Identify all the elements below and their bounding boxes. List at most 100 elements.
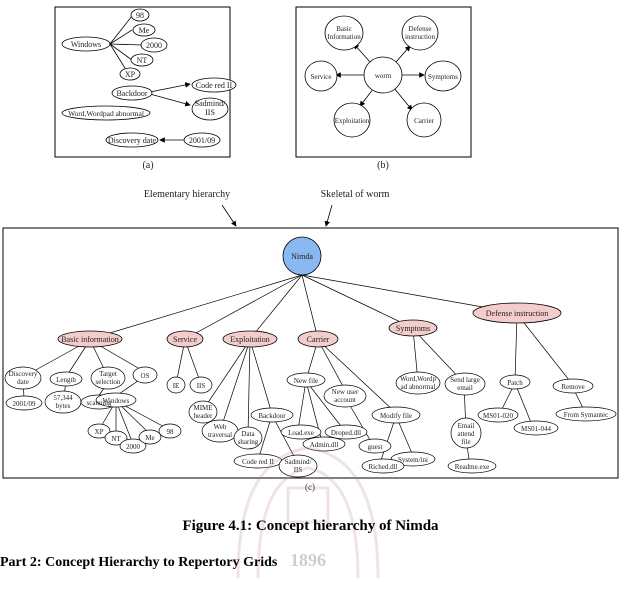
a-date-node — [183, 132, 221, 148]
c-windows-node — [95, 392, 137, 408]
c-ie-node — [166, 376, 186, 394]
c-length-node — [49, 371, 83, 387]
b-basic-label-1: Basic — [336, 25, 352, 33]
c-newuser-label-2: account — [334, 396, 356, 404]
c-nt-label: NT — [111, 435, 121, 443]
c-ms020-label: MS01-020 — [483, 412, 513, 420]
c-newuser-label-1: New user — [332, 388, 359, 396]
c-mime-label-2: header — [194, 412, 213, 420]
c-codered-label: Code red II — [242, 458, 275, 466]
cat-exploitation-label: Exploitation — [230, 335, 270, 344]
a-codered-label: Code red II — [196, 81, 233, 90]
c-date-label: 2001/09 — [13, 400, 36, 408]
c-iis-node — [189, 376, 213, 394]
a-sadmind-label-1: Sadmind/ — [195, 99, 226, 108]
b-basic-node — [324, 15, 364, 51]
c-admin-node — [302, 436, 346, 452]
cat-defense-label: Defense instruction — [486, 309, 548, 318]
b-symptoms-node — [424, 60, 462, 92]
figure-caption: Figure 4.1: Concept hierarchy of Nimda — [182, 518, 439, 534]
a-windows-label: Windows — [71, 40, 101, 49]
c-ms020-node — [477, 407, 519, 423]
cat-symptoms-node — [388, 319, 438, 337]
section-heading: Part 2: Concept Hierarchy to Repertory G… — [0, 555, 278, 570]
b-worm-node — [363, 56, 403, 94]
c-newfile-label: New file — [294, 377, 318, 385]
b-service-label: Service — [311, 73, 332, 81]
b-defense-label-2: instruction — [405, 33, 435, 41]
cat-exploitation-node — [222, 330, 278, 348]
c-me-node — [138, 429, 162, 445]
panel-b-letter: (b) — [377, 160, 389, 171]
c-modify-label: Modify file — [380, 412, 412, 420]
panel-b: worm Basic Information Defense instructi… — [295, 6, 472, 171]
c-sendlarge-node — [444, 372, 486, 396]
c-symantec-node — [555, 406, 617, 422]
c-ie-label: IE — [173, 382, 180, 390]
c-data-label-2: sharing — [238, 438, 259, 446]
elementary-hierarchy-label: Elementary hierarchy — [144, 189, 230, 200]
c-ms044-label: MS01-044 — [521, 425, 551, 433]
root-node — [282, 236, 322, 276]
c-xp-node — [87, 423, 111, 439]
c-newuser-node — [323, 384, 367, 408]
c-loadexe-label: Load.exe — [288, 429, 314, 437]
c-system-label: System/ini — [398, 456, 428, 464]
c-me-label: Me — [145, 434, 154, 442]
c-scanning-label: scanning — [87, 399, 112, 407]
a-2000-label: 2000 — [146, 41, 162, 50]
c-sadmind-node — [278, 454, 318, 478]
c-mime-node — [188, 400, 218, 424]
b-carrier-node — [406, 102, 442, 138]
b-exploitation-label: Exploitation — [335, 117, 370, 125]
cat-carrier-node — [297, 330, 339, 348]
a-backdoor-label: Backdoor — [116, 89, 147, 98]
c-bytes-label-1: 57,344 — [53, 394, 73, 402]
c-target-node — [90, 366, 126, 390]
skeletal-of-worm-label: Skeletal of worm — [321, 189, 390, 200]
c-data-label-1: Data — [241, 430, 255, 438]
c-loadexe-node — [280, 424, 322, 440]
c-remove-label: Remove — [561, 383, 584, 391]
c-discovery-label-2: date — [17, 378, 29, 386]
c-riched-node — [361, 458, 405, 474]
c-sendlarge-label-2: email — [457, 384, 473, 392]
c-date-node — [5, 395, 43, 411]
a-word-node — [61, 105, 151, 121]
b-carrier-label: Carrier — [414, 117, 434, 125]
c-98-node — [158, 423, 182, 439]
c-bytes-label-2: bytes — [56, 402, 71, 410]
a-windows-node — [61, 36, 111, 52]
c-data-node — [233, 426, 263, 450]
c-riched-label: Riched.dll — [369, 463, 398, 471]
c-system-node — [390, 451, 436, 467]
c-remove-node — [552, 378, 594, 394]
c-word-node — [395, 371, 441, 395]
c-word-label-2: ad abnormal — [401, 383, 436, 391]
c-word-label-1: Word,Wordp — [400, 375, 437, 383]
c-2000-label: 2000 — [126, 443, 141, 451]
c-nt-node — [104, 430, 128, 446]
panel-c-letter: (c) — [305, 482, 315, 492]
a-word-label: Word,Wordpad abnormal — [68, 109, 144, 118]
c-os-node — [132, 366, 158, 384]
c-newfile-node — [286, 372, 326, 388]
c-ms044-node — [513, 420, 559, 436]
cat-service-node — [166, 330, 204, 348]
b-exploitation-node — [333, 102, 371, 138]
c-admin-label: Admin.dll — [310, 441, 339, 449]
c-discovery-node — [4, 366, 42, 390]
a-codered-node — [191, 77, 237, 93]
c-backdoor-node — [250, 407, 294, 423]
b-service-node — [304, 60, 338, 92]
c-guest-node — [358, 438, 392, 454]
c-readme-label: Readme.exe — [455, 463, 489, 471]
a-nt-label: NT — [137, 56, 148, 65]
c-droped-node — [324, 424, 368, 440]
c-discovery-label-1: Discovery — [9, 370, 38, 378]
c-web-label-1: Web — [214, 423, 227, 431]
a-xp-label: XP — [125, 70, 136, 79]
panel-c: Nimda Basic information Service Exploita… — [2, 227, 619, 492]
c-os-label: OS — [141, 372, 150, 380]
b-basic-label-2: Information — [327, 33, 361, 41]
